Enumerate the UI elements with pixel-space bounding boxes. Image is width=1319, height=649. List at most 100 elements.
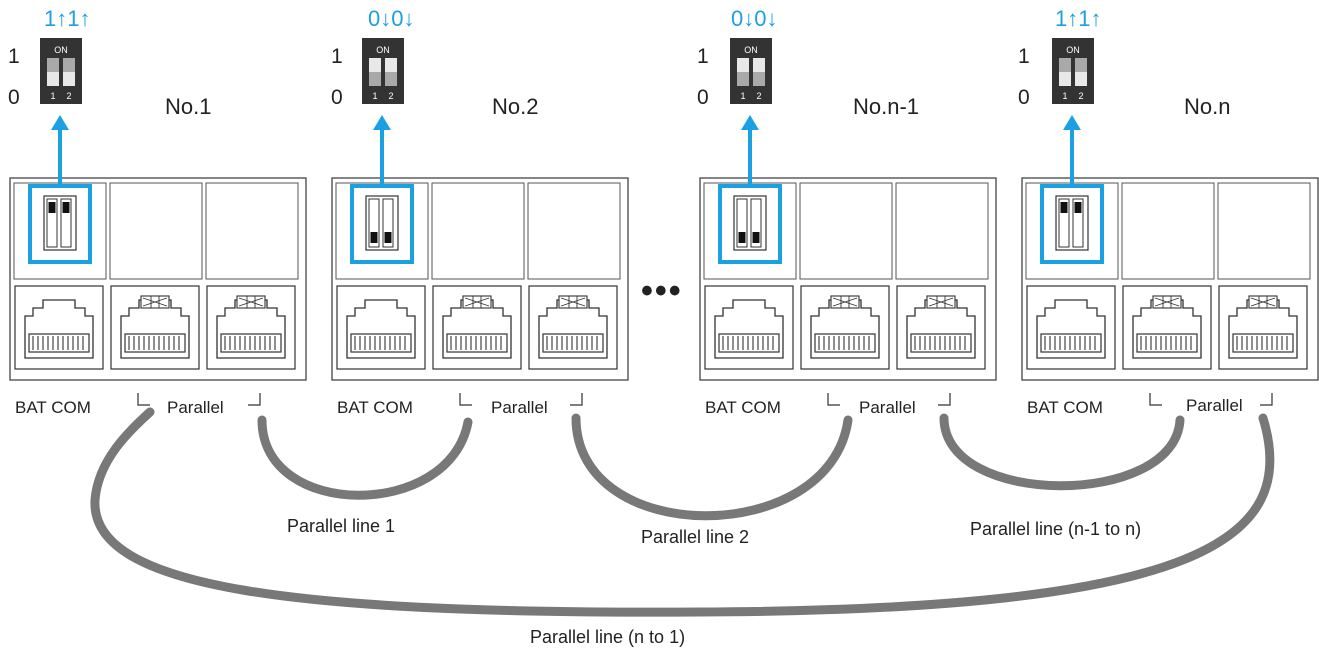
parallel-cable-2 xyxy=(571,413,853,521)
dip-number-1: 1 xyxy=(1062,91,1067,101)
dip-on-label: ON xyxy=(744,45,758,55)
unit-3-scale-high: 1 xyxy=(697,45,709,68)
dip-zoom-knob xyxy=(369,72,381,86)
unit-4-scale-low: 0 xyxy=(1018,86,1030,109)
parallel-bracket xyxy=(1149,393,1273,406)
parallel-port-out-icon xyxy=(897,286,985,369)
bat-com-port-icon xyxy=(704,285,794,370)
unit-2-bat-com-label: BAT COM xyxy=(337,398,413,417)
cable-label-1: Parallel line 1 xyxy=(287,516,396,536)
dip-knob xyxy=(62,202,70,213)
unit-3-scale-low: 0 xyxy=(697,86,709,109)
dip-slot xyxy=(60,198,72,248)
parallel-port-in-icon xyxy=(111,286,199,369)
bat-com-port-icon xyxy=(14,285,104,370)
zoom-arrow-head xyxy=(51,115,69,130)
dip-zoom-knob xyxy=(1059,58,1071,72)
dip-zoom-knob xyxy=(47,58,59,72)
dip-knob xyxy=(370,232,378,243)
unit-2-bits-label: 0↓0↓ xyxy=(368,6,415,31)
parallel-port-out-icon xyxy=(1219,286,1307,369)
dip-number-1: 1 xyxy=(50,91,55,101)
unit-4-bits-label: 1↑1↑ xyxy=(1055,6,1102,31)
dip-on-label: ON xyxy=(54,45,68,55)
dip-knob xyxy=(1060,202,1068,213)
dip-number-2: 2 xyxy=(1078,91,1083,101)
blank-cell xyxy=(799,182,893,280)
unit-2-parallel-label: Parallel xyxy=(491,398,548,417)
unit-2-scale-high: 1 xyxy=(331,45,343,68)
units: ON 1 2 ON 1 2 ON 1 2 ON 1 2 xyxy=(9,38,1319,406)
dip-number-2: 2 xyxy=(388,91,393,101)
dip-zoom-knob xyxy=(1075,58,1087,72)
unit-1-bits-label: 1↑1↑ xyxy=(44,6,91,31)
dip-slot xyxy=(382,198,394,248)
battery-unit-4: ON 1 2 xyxy=(1021,38,1319,406)
battery-unit-1: ON 1 2 xyxy=(9,38,307,406)
blank-cell xyxy=(895,182,989,280)
bat-com-port-icon xyxy=(336,285,426,370)
dip-knob xyxy=(752,232,760,243)
blank-cell xyxy=(1217,182,1311,280)
blank-cell xyxy=(527,182,621,280)
dip-on-label: ON xyxy=(1066,45,1080,55)
dip-zoom-knob xyxy=(737,72,749,86)
ellipsis: ••• xyxy=(641,272,683,310)
parallel-port-in-icon xyxy=(1123,286,1211,369)
dip-zoom-knob xyxy=(753,72,765,86)
cable-label-3: Parallel line (n-1 to n) xyxy=(970,519,1142,539)
unit-3-parallel-label: Parallel xyxy=(859,398,916,417)
dip-slot xyxy=(736,198,748,248)
parallel-cable-3 xyxy=(939,413,1185,491)
parallel-cable-4 xyxy=(90,407,1275,617)
dip-knob xyxy=(384,232,392,243)
parallel-port-out-icon xyxy=(207,286,295,369)
unit-1-bat-com-label: BAT COM xyxy=(15,398,91,417)
blank-cell xyxy=(205,182,299,280)
dip-zoom-knob xyxy=(385,72,397,86)
dip-knob xyxy=(48,202,56,213)
battery-unit-3: ON 1 2 xyxy=(699,38,997,406)
unit-3-bat-com-label: BAT COM xyxy=(705,398,781,417)
parallel-cable-1 xyxy=(257,415,473,500)
unit-2-scale-low: 0 xyxy=(331,86,343,109)
dip-slot xyxy=(1058,198,1070,248)
dip-slot xyxy=(750,198,762,248)
bat-com-port-icon xyxy=(1026,285,1116,370)
dip-number-2: 2 xyxy=(66,91,71,101)
parallel-bracket xyxy=(459,393,583,406)
unit-2-name: No.2 xyxy=(492,94,539,119)
dip-on-label: ON xyxy=(376,45,390,55)
unit-4-name: No.n xyxy=(1184,94,1231,119)
blank-cell xyxy=(1121,182,1215,280)
zoom-arrow-head xyxy=(741,115,759,130)
blank-cell xyxy=(431,182,525,280)
dip-number-2: 2 xyxy=(756,91,761,101)
cables xyxy=(90,407,1275,617)
dip-knob xyxy=(1074,202,1082,213)
unit-1-scale-high: 1 xyxy=(8,45,20,68)
cable-label-2: Parallel line 2 xyxy=(641,527,750,547)
parallel-port-in-icon xyxy=(433,286,521,369)
dip-knob xyxy=(738,232,746,243)
parallel-port-in-icon xyxy=(801,286,889,369)
dip-slot xyxy=(46,198,58,248)
unit-1-parallel-label: Parallel xyxy=(167,398,224,417)
parallel-port-out-icon xyxy=(529,286,617,369)
dip-number-1: 1 xyxy=(372,91,377,101)
zoom-arrow-head xyxy=(373,115,391,130)
unit-4-parallel-label: Parallel xyxy=(1186,396,1243,415)
dip-slot xyxy=(1072,198,1084,248)
unit-1-name: No.1 xyxy=(165,94,212,119)
battery-unit-2: ON 1 2 xyxy=(331,38,629,406)
dip-slot xyxy=(368,198,380,248)
dip-zoom-knob xyxy=(63,58,75,72)
unit-3-name: No.n-1 xyxy=(853,94,920,119)
unit-3-bits-label: 0↓0↓ xyxy=(731,6,778,31)
parallel-bracket xyxy=(827,393,951,406)
blank-cell xyxy=(109,182,203,280)
dip-number-1: 1 xyxy=(740,91,745,101)
zoom-arrow-head xyxy=(1063,115,1081,130)
cable-label-4: Parallel line (n to 1) xyxy=(530,627,686,647)
unit-1-scale-low: 0 xyxy=(8,86,20,109)
